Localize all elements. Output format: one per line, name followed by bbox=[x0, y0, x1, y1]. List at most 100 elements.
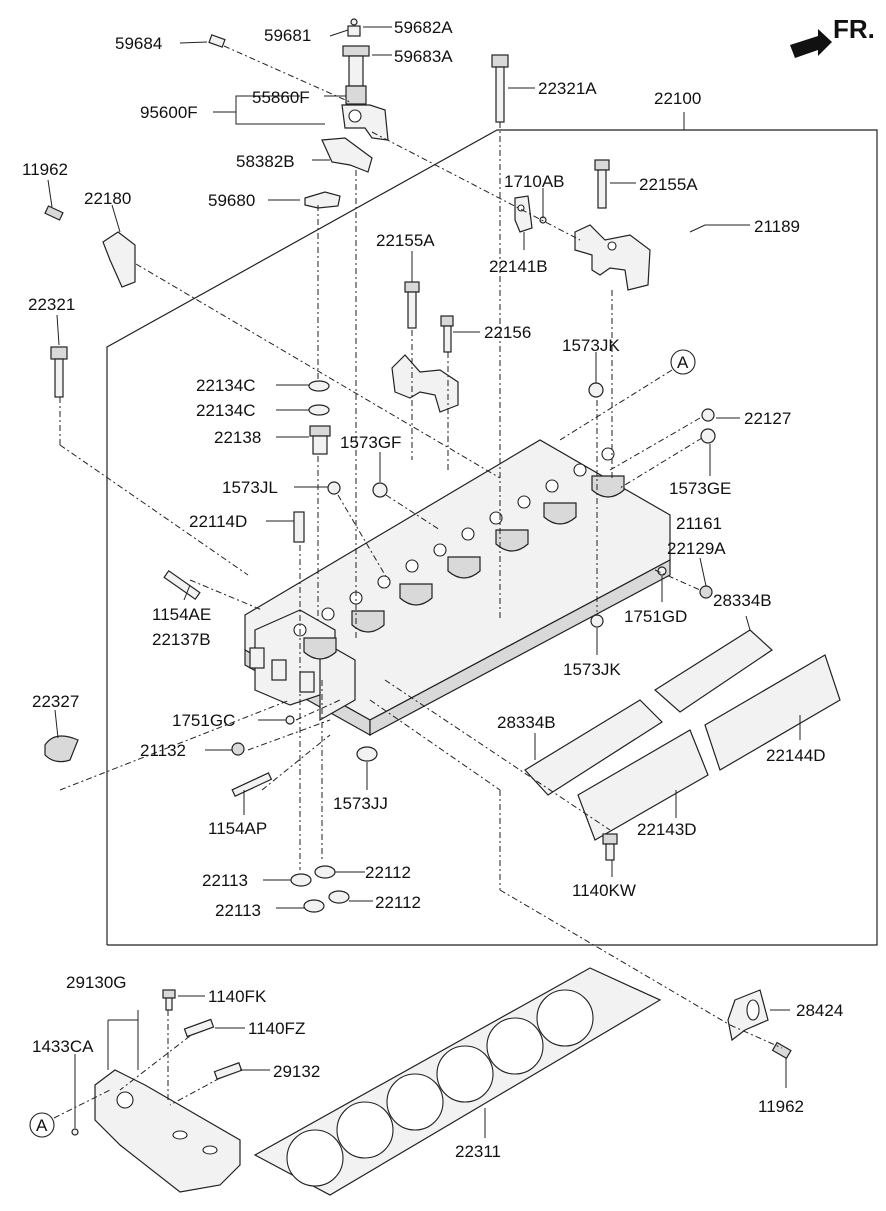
gasket-cylinder-bore bbox=[336, 1101, 394, 1159]
gasket-58382B bbox=[321, 137, 373, 173]
assembly-dash-lines bbox=[53, 45, 783, 1119]
svg-text:A: A bbox=[36, 1116, 48, 1135]
washer-1751GC bbox=[285, 715, 295, 725]
label-59683A: 59683A bbox=[394, 47, 453, 66]
plug-1573GE bbox=[700, 428, 716, 444]
bolt-22156 bbox=[440, 315, 454, 353]
label-1573GE: 1573GE bbox=[669, 479, 731, 498]
gasket-cylinder-bore bbox=[386, 1073, 444, 1131]
seal-22113-lower bbox=[303, 899, 325, 913]
label-22156: 22156 bbox=[484, 323, 531, 342]
cam-saddle bbox=[399, 583, 433, 606]
label-1140KW: 1140KW bbox=[572, 881, 636, 900]
fuel-pressure-sensor bbox=[341, 18, 389, 141]
cam-saddle bbox=[303, 637, 337, 660]
dowel-22114D bbox=[293, 511, 305, 543]
bolt-22155A-right bbox=[594, 159, 610, 209]
label-22143D: 22143D bbox=[637, 820, 697, 839]
label-22155A-right: 22155A bbox=[639, 175, 698, 194]
washer-1751GD bbox=[657, 566, 667, 576]
label-21161: 21161 bbox=[676, 514, 722, 533]
label-22321A: 22321A bbox=[538, 79, 597, 98]
o-ring-22134C-upper bbox=[308, 380, 330, 392]
valve-port bbox=[321, 607, 335, 621]
label-59681: 59681 bbox=[264, 26, 311, 45]
bolt-22155A-mid bbox=[404, 281, 420, 329]
label-28334B-right: 28334B bbox=[713, 591, 772, 610]
bolt-22321 bbox=[50, 346, 68, 398]
label-1573JL: 1573JL bbox=[222, 478, 278, 497]
label-1154AE: 1154AE bbox=[152, 605, 211, 624]
cam-saddle bbox=[447, 556, 481, 579]
label-22113-lower: 22113 bbox=[215, 901, 261, 920]
o-ring-22134C-lower bbox=[308, 404, 330, 416]
injector-sleeve-22138 bbox=[309, 425, 331, 455]
bolt-21132 bbox=[231, 742, 245, 756]
valve-port bbox=[377, 575, 391, 589]
label-59682A: 59682A bbox=[394, 18, 453, 37]
plug-1573JK-bottom bbox=[590, 614, 604, 628]
label-1573JK-top: 1573JK bbox=[562, 336, 620, 355]
label-1710AB: 1710AB bbox=[504, 172, 565, 191]
callout-marker-bottom: A bbox=[29, 1112, 55, 1138]
clamp-59680 bbox=[304, 191, 341, 209]
cam-cap-mid bbox=[391, 354, 459, 413]
bolt-29132 bbox=[213, 1062, 243, 1080]
label-22137B: 22137B bbox=[152, 630, 211, 649]
leader-lines bbox=[47, 26, 801, 1138]
plug-22327 bbox=[44, 735, 79, 763]
head-gasket-22311 bbox=[253, 967, 662, 1196]
bolt-1140FZ bbox=[183, 1018, 215, 1038]
label-28334B-mid: 28334B bbox=[497, 713, 556, 732]
plug-1573JL bbox=[327, 481, 341, 495]
bolt-22321A bbox=[491, 54, 509, 123]
label-95600F: 95600F bbox=[140, 103, 198, 122]
front-direction-indicator: FR. bbox=[790, 14, 875, 58]
label-22114D: 22114D bbox=[189, 512, 247, 531]
valve-port bbox=[573, 463, 587, 477]
cam-saddle bbox=[543, 502, 577, 525]
seal-22112-lower bbox=[328, 890, 350, 904]
label-22127: 22127 bbox=[744, 409, 791, 428]
cam-saddle bbox=[495, 529, 529, 552]
seal-22112-upper bbox=[314, 865, 336, 879]
label-59680: 59680 bbox=[208, 191, 255, 210]
label-22134C-upper: 22134C bbox=[196, 376, 256, 395]
svg-text:A: A bbox=[677, 353, 689, 372]
cam-saddle bbox=[351, 610, 385, 633]
bracket-22180 bbox=[102, 231, 136, 288]
label-22112-lower: 22112 bbox=[375, 893, 421, 912]
label-22311: 22311 bbox=[455, 1142, 501, 1161]
pin-1433CA bbox=[71, 1128, 79, 1136]
label-29130G: 29130G bbox=[66, 973, 127, 992]
cam-cap-21189 bbox=[574, 224, 651, 291]
front-direction-label: FR. bbox=[833, 14, 875, 44]
label-11962-bottom: 11962 bbox=[758, 1097, 804, 1116]
manifold-22143D bbox=[577, 729, 709, 841]
cover-29130G bbox=[94, 1069, 241, 1193]
label-1154AP: 1154AP bbox=[208, 819, 267, 838]
label-22129A: 22129A bbox=[667, 539, 726, 558]
gasket-cylinder-bore bbox=[286, 1129, 344, 1187]
label-1751GC: 1751GC bbox=[172, 711, 235, 730]
bolt-11962-bottom bbox=[771, 1041, 792, 1060]
label-21132: 21132 bbox=[140, 741, 186, 760]
callout-marker-top: A bbox=[670, 349, 696, 375]
valve-port bbox=[545, 479, 559, 493]
label-22113-upper: 22113 bbox=[202, 871, 248, 890]
label-22100: 22100 bbox=[654, 89, 701, 108]
label-22180: 22180 bbox=[84, 189, 131, 208]
plug-1573JK-top bbox=[588, 382, 604, 398]
plug-1573GF bbox=[372, 482, 388, 498]
label-1140FK: 1140FK bbox=[208, 987, 267, 1006]
label-11962-top: 11962 bbox=[22, 160, 68, 179]
gasket-28334B-mid bbox=[524, 699, 663, 796]
label-1573GF: 1573GF bbox=[340, 433, 401, 452]
label-21189: 21189 bbox=[754, 217, 800, 236]
valve-port bbox=[461, 527, 475, 541]
plug-22127 bbox=[701, 408, 715, 422]
part-number-labels: 59684 59681 59682A 59683A 95600F 55860F … bbox=[22, 18, 843, 1161]
label-22327: 22327 bbox=[32, 692, 79, 711]
label-1573JJ: 1573JJ bbox=[333, 794, 388, 813]
